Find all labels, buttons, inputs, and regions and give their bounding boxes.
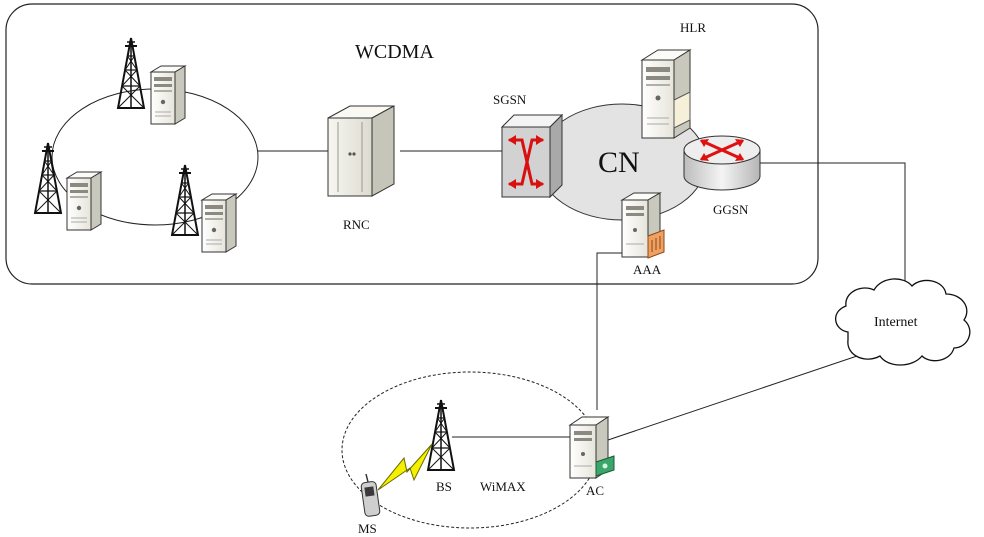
radio-tower-icon (427, 399, 455, 471)
node-bs-left (34, 142, 102, 231)
link-ac-internet (607, 354, 861, 441)
link-ggsn-internet (760, 162, 906, 282)
cn-label: CN (598, 146, 640, 179)
aaa-server (620, 192, 665, 259)
ac-server (568, 416, 615, 479)
ac-label: AC (586, 483, 605, 498)
node-bs-right (171, 164, 237, 253)
rnc-cabinet (327, 105, 395, 197)
aaa-label: AAA (633, 262, 662, 277)
hlr-server (640, 49, 692, 139)
node-bs-top (117, 37, 186, 125)
mobile-phone-icon (360, 473, 381, 517)
wcdma-domain-frame (5, 3, 819, 285)
sgsn-label: SGSN (493, 92, 527, 107)
ms-label: MS (358, 521, 377, 536)
wireless-link-icon (377, 443, 433, 491)
server-tower-icon (201, 193, 237, 253)
radio-tower-icon (117, 37, 145, 109)
connection-lines (258, 150, 906, 441)
radio-tower-icon (171, 164, 199, 236)
server-tower-icon (66, 171, 102, 231)
wimax-label: WiMAX (480, 479, 526, 494)
rnc-label: RNC (343, 217, 370, 232)
wcdma-label: WCDMA (355, 41, 434, 63)
internet-cloud-icon (835, 278, 971, 366)
hlr-label: HLR (680, 20, 706, 35)
server-tower-icon (150, 65, 186, 125)
internet-label: Internet (874, 315, 918, 330)
router-icon (683, 135, 761, 191)
wimax-bs-node (427, 399, 455, 471)
ggsn-label: GGSN (713, 202, 749, 217)
switch-icon (500, 113, 564, 199)
bs-label: BS (436, 479, 452, 494)
wimax-domain-ellipse (341, 371, 599, 529)
